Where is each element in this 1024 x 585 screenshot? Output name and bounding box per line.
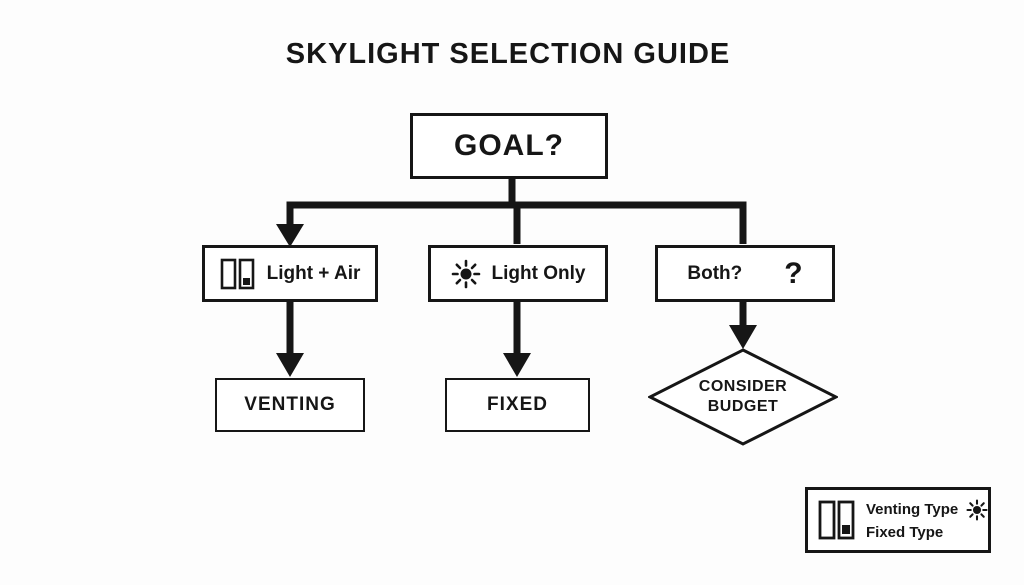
legend-box: Venting Type	[805, 487, 991, 553]
node-consider-budget: CONSIDER BUDGET	[648, 348, 838, 446]
sun-icon	[451, 259, 481, 289]
node-light-only: Light Only	[428, 245, 608, 302]
legend-venting-label: Venting Type	[866, 501, 959, 519]
decision-label: CONSIDER BUDGET	[648, 348, 838, 446]
question-mark-icon: ?	[784, 256, 803, 290]
node-light-and-air: Light + Air	[202, 245, 378, 302]
node-goal: GOAL?	[410, 113, 608, 179]
decision-line2: BUDGET	[707, 398, 779, 415]
result-label: FIXED	[487, 394, 548, 415]
result-label: VENTING	[244, 394, 336, 415]
decision-line1: CONSIDER	[698, 378, 788, 395]
legend-labels: Venting Type	[866, 499, 988, 541]
node-fixed: FIXED	[445, 378, 590, 432]
node-both: Both? ?	[655, 245, 835, 302]
option-label: Light Only	[491, 262, 586, 284]
legend-line-venting: Venting Type	[866, 499, 988, 521]
sun-icon	[966, 499, 988, 521]
diamond-shape	[648, 348, 838, 446]
venting-skylight-icon	[818, 498, 856, 542]
option-label: Light + Air	[266, 262, 361, 284]
node-venting: VENTING	[215, 378, 365, 432]
option-label: Both?	[687, 262, 743, 284]
venting-skylight-icon	[220, 258, 256, 290]
goal-label: GOAL?	[454, 129, 564, 162]
legend-fixed-label: Fixed Type	[866, 523, 944, 541]
page-title: SKYLIGHT SELECTION GUIDE	[285, 38, 731, 70]
legend-line-fixed: Fixed Type	[866, 524, 988, 541]
